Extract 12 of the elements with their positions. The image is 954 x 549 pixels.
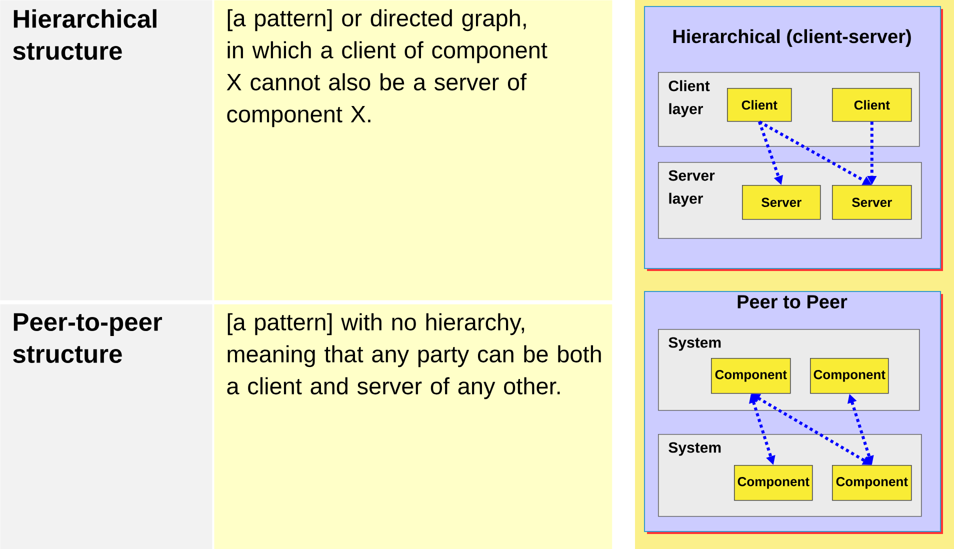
component-box: Component [810,358,889,394]
table-header-cell: Hierarchical structure [0,0,212,300]
table-cell: [a pattern] with no hierarchy, meaning that any party can be both a client and server of any other. [214,304,612,549]
component-box: Component [832,465,912,501]
component-box: Server [832,185,912,220]
component-box: Server [742,185,821,220]
table-header-cell: Peer-to-peer structure [0,304,212,549]
component-box: Client [832,88,912,122]
table-cell: [a pattern] or directed graph, in which a client of component X cannot also be a server of component X. [214,0,612,300]
component-box: Component [711,358,791,394]
component-box: Component [734,465,813,501]
component-box: Client [727,88,792,122]
